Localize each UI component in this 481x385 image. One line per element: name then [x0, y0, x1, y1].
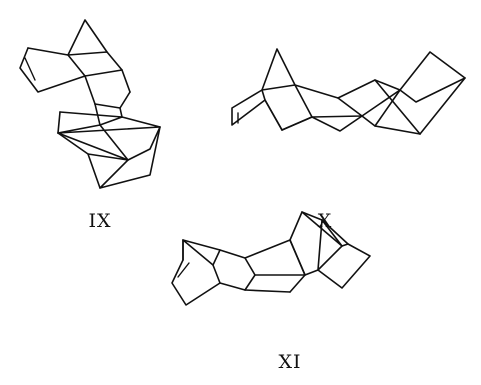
structure-x	[231, 48, 466, 135]
label-xi: XI	[278, 351, 301, 373]
structure-ix	[19, 19, 161, 189]
structure-xi	[171, 211, 371, 306]
label-ix: IX	[88, 210, 111, 232]
label-x: X	[318, 210, 333, 232]
